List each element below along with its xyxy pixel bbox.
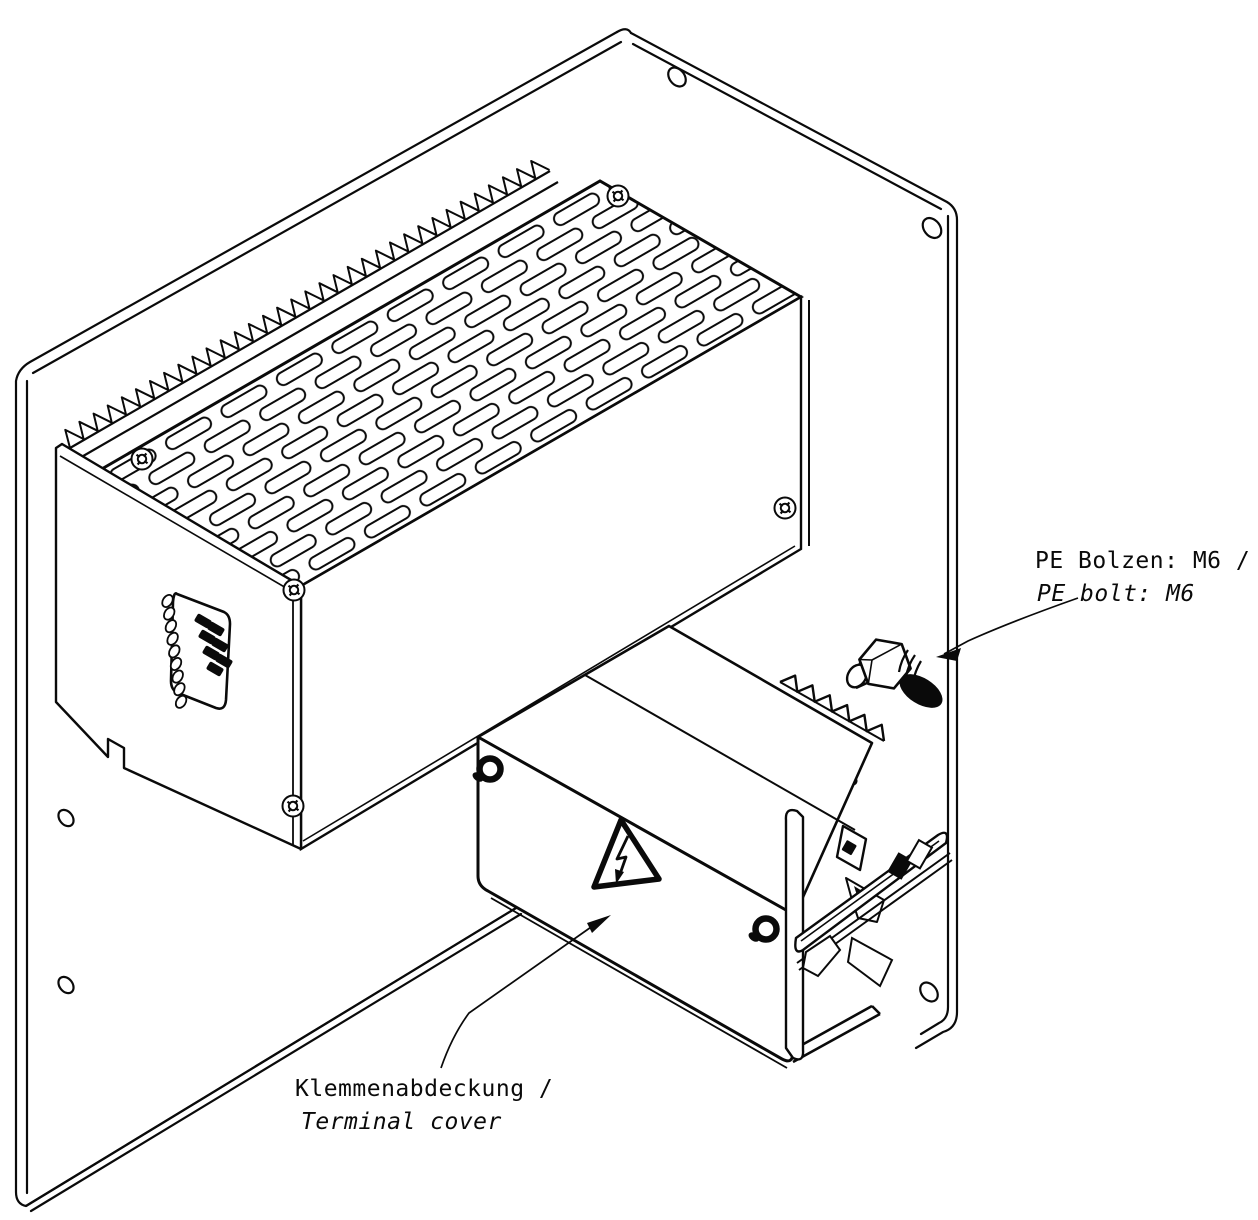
- terminal-cover-label-en: Terminal cover: [301, 1109, 502, 1135]
- terminal-cover-callout: Klemmenabdeckung / Terminal cover: [295, 915, 611, 1135]
- mounting-hole: [57, 808, 75, 828]
- psu-unit: [54, 160, 810, 852]
- led-hole: [173, 682, 186, 697]
- rating-label-text: [194, 613, 233, 677]
- leader-line-pe: [943, 597, 1079, 655]
- led-hole: [164, 619, 178, 634]
- din-rail: [794, 831, 953, 988]
- mounting-hole: [667, 66, 687, 88]
- pe-bolt-callout: PE Bolzen: M6 / PE bolt: M6: [936, 548, 1250, 661]
- mounting-hole: [921, 216, 943, 240]
- pe-bolt-label-de: PE Bolzen: M6 /: [1035, 548, 1250, 574]
- phillips-screw: [282, 578, 306, 602]
- led-hole: [168, 644, 181, 659]
- phillips-screw: [606, 184, 630, 208]
- screw-group: [130, 184, 797, 818]
- led-hole: [169, 657, 183, 671]
- push-rivet: [748, 915, 780, 943]
- phillips-screw: [130, 447, 154, 471]
- phillips-screw: [773, 496, 797, 520]
- led-hole: [166, 631, 179, 646]
- rivet-group: [472, 755, 780, 943]
- pe-bolt-label-en: PE bolt: M6: [1037, 581, 1195, 607]
- led-hole: [163, 606, 176, 621]
- terminal-cover: [472, 624, 881, 1069]
- leader-line-terminal-cover: [440, 924, 595, 1069]
- led-hole: [174, 694, 188, 709]
- pe-bolt: [845, 638, 943, 708]
- pe-bolt-shadow: [899, 674, 943, 708]
- mounting-hole: [919, 981, 939, 1003]
- high-voltage-warning-icon: [591, 817, 662, 890]
- terminal-cover-label-de: Klemmenabdeckung /: [295, 1076, 553, 1102]
- terminal-cover-flange: [784, 808, 805, 1061]
- leader-arrowhead-terminal-cover: [587, 915, 611, 933]
- mounting-hole-group: [57, 66, 943, 1003]
- led-hole: [161, 594, 174, 608]
- led-hole: [171, 669, 184, 684]
- mounting-plate: [14, 28, 959, 1213]
- leader-arrowhead-pe: [936, 648, 961, 661]
- led-indicators: [161, 594, 188, 709]
- push-rivet: [472, 755, 504, 783]
- mounting-hole: [57, 975, 75, 995]
- phillips-screw: [281, 794, 305, 818]
